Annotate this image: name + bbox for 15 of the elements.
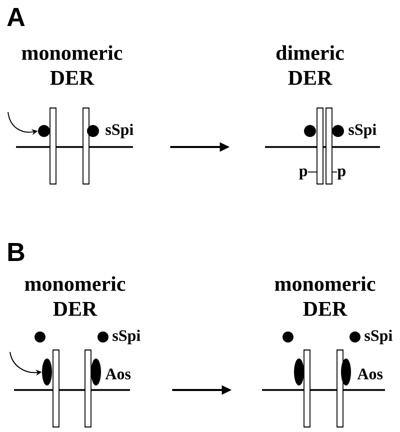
heading: monomeric DER — [22, 45, 122, 85]
label: sSpi — [364, 330, 392, 344]
label: Aos — [105, 368, 131, 380]
label: sSpi — [106, 124, 134, 138]
panel-letter: B — [8, 243, 24, 261]
label: p — [299, 168, 308, 180]
label: sSpi — [348, 124, 376, 138]
label: p — [337, 168, 346, 180]
panel-letter: A — [7, 8, 25, 26]
heading: monomeric DER — [24, 276, 126, 316]
heading: monomeric DER — [274, 276, 376, 316]
heading: dimeric DER — [276, 45, 344, 85]
ligand-dot — [38, 125, 50, 137]
label: sSpi — [112, 330, 140, 344]
label: Aos — [357, 368, 383, 380]
